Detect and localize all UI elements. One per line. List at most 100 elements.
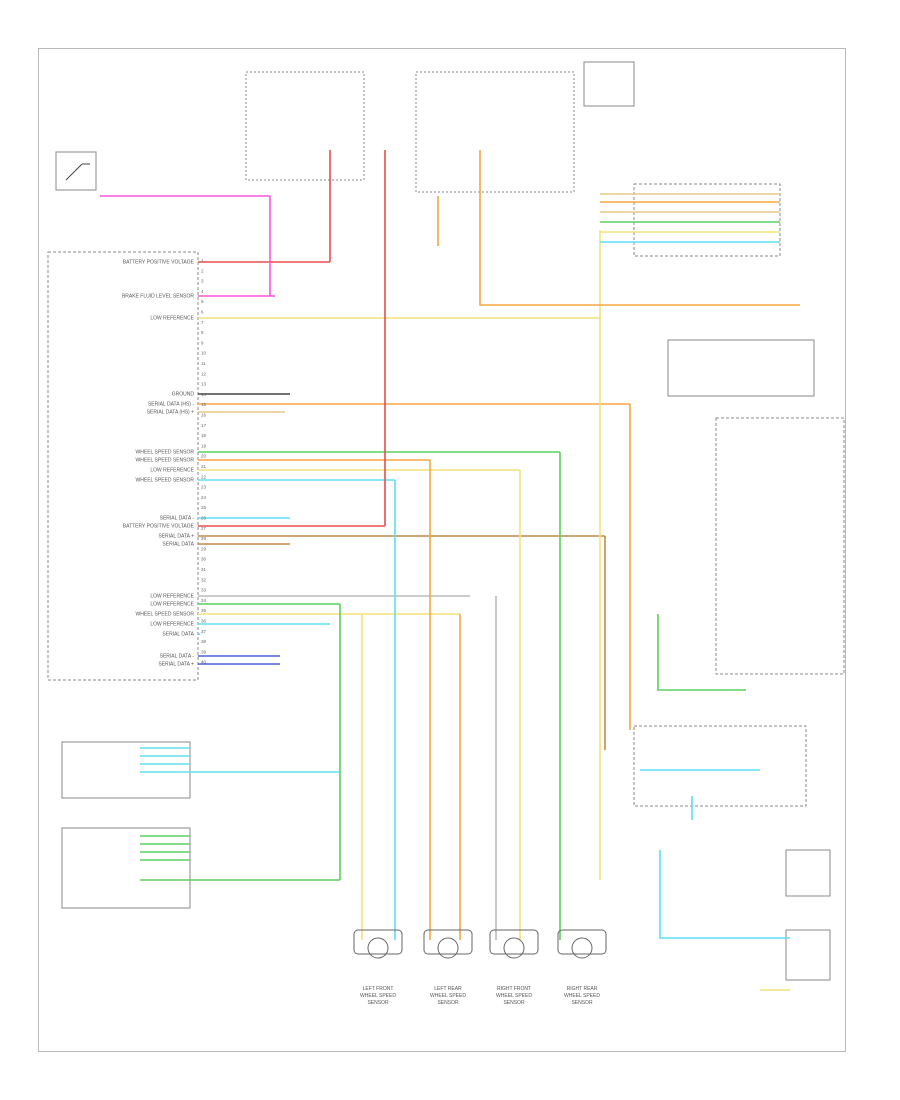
ecm-pin-labels: BATTERY POSITIVE VOLTAGE BRAKE FLUID LEVE… <box>122 258 207 668</box>
ecm-pin-label: GROUND <box>172 392 195 398</box>
traction-control-switch-box <box>785 929 831 981</box>
ecm-pin-label: LOW REFERENCE <box>150 594 194 600</box>
ecm-pin-number: 33 <box>201 588 207 593</box>
sensor-coil-icon <box>571 937 593 959</box>
ecm-pin-number: 19 <box>201 443 207 448</box>
ecm-pin-label: WHEEL SPEED SENSOR <box>136 450 195 456</box>
ecm-pin-label: SERIAL DATA (HS) + <box>147 410 194 416</box>
ecm-pin-number: 39 <box>201 649 207 654</box>
ecm-pin-number: 3 <box>201 279 204 284</box>
ecm-pin-number: 29 <box>201 546 207 551</box>
yaw-rate-sensor-box <box>61 741 191 799</box>
ecm-pin-label: LOW REFERENCE <box>150 468 194 474</box>
vertical-wire-group <box>100 150 800 991</box>
ecm-pin-number: 24 <box>201 495 207 500</box>
ecm-pin-number: 30 <box>201 557 207 562</box>
ecm-pin-number: 28 <box>201 536 207 541</box>
ecm-pin-label: SERIAL DATA <box>162 542 194 548</box>
wheel-sensor-label: RIGHT REAR <box>567 986 598 992</box>
ecm-pin-number: 6 <box>201 310 204 315</box>
connection-wire <box>659 850 790 939</box>
ecm-pin-number: 40 <box>201 660 207 665</box>
diagram-frame <box>38 48 846 1052</box>
wheel-sensor-label: WHEEL SPEED <box>496 993 532 999</box>
ecm-pin-label: BATTERY POSITIVE VOLTAGE <box>123 524 195 530</box>
ecm-pin-number: 13 <box>201 382 207 387</box>
ecm-pin-label: SERIAL DATA + <box>158 534 194 540</box>
ecm-pin-number: 35 <box>201 608 207 613</box>
ecm-pin-label: SERIAL DATA <box>162 632 194 638</box>
wheel-sensor-label: SENSOR <box>571 1000 593 1006</box>
ecm-pin-number: 9 <box>201 340 204 345</box>
ecm-pin-label: WHEEL SPEED SENSOR <box>136 478 195 484</box>
ecm-pin-number: 37 <box>201 629 207 634</box>
fuse-block-right <box>415 71 575 193</box>
ecm-pin-label: BATTERY POSITIVE VOLTAGE <box>123 260 195 266</box>
wheel-speed-sensor-icon <box>489 929 539 955</box>
wheel-speed-sensor-icon <box>557 929 607 955</box>
ecm-pin-number: 34 <box>201 598 207 603</box>
ecm-pin-label: SERIAL DATA (HS) - <box>148 402 194 408</box>
instrument-cluster-box <box>715 417 845 675</box>
body-control-module-box <box>667 339 815 397</box>
connection-wire <box>140 835 340 881</box>
sensor-coil-icon <box>437 937 459 959</box>
connection-wire <box>140 747 340 773</box>
wheel-sensor-label: WHEEL SPEED <box>360 993 396 999</box>
brake-fluid-level-switch <box>55 151 97 191</box>
connection-wire <box>657 614 746 691</box>
ecm-pin-label: LOW REFERENCE <box>150 622 194 628</box>
brake-booster-sensor <box>583 61 635 107</box>
wheel-sensor-label: SENSOR <box>437 1000 459 1006</box>
ecm-pin-label: SERIAL DATA - <box>160 654 195 660</box>
ecm-pin-number: 31 <box>201 567 207 572</box>
ecm-pin-number: 22 <box>201 474 207 479</box>
fuse-block-left <box>245 71 365 181</box>
wheel-sensor-label: LEFT REAR <box>434 986 462 992</box>
ecm-pin-number: 11 <box>201 361 206 366</box>
steering-angle-sensor-box <box>633 725 807 807</box>
ecm-pin-number: 26 <box>201 516 207 521</box>
wheel-sensor-label: SENSOR <box>503 1000 525 1006</box>
brake-pedal-switch-box <box>785 849 831 897</box>
ecm-pin-number: 18 <box>201 433 207 438</box>
ecm-pin-number: 15 <box>201 402 207 407</box>
ecm-pin-number: 38 <box>201 639 207 644</box>
ecm-pin-number: 12 <box>201 371 207 376</box>
ecm-pin-number: 25 <box>201 505 207 510</box>
wheel-sensor-label: WHEEL SPEED <box>564 993 600 999</box>
sensor-coil-icon <box>367 937 389 959</box>
wheel-speed-sensor-icon <box>353 929 403 955</box>
ecm-pin-number: 1 <box>201 258 204 263</box>
ebcm-module-box <box>47 251 199 681</box>
wheel-sensor-label: LEFT FRONT <box>363 986 394 992</box>
ecm-pin-number: 21 <box>201 464 207 469</box>
ecm-pin-label: BRAKE FLUID LEVEL SENSOR <box>122 294 194 300</box>
wheel-sensor-label: WHEEL SPEED <box>430 993 466 999</box>
ecm-pin-number: 17 <box>201 423 207 428</box>
wheel-sensor-label: RIGHT FRONT <box>497 986 531 992</box>
ecm-pin-label: SERIAL DATA + <box>158 662 194 668</box>
ecm-pin-number: 20 <box>201 454 207 459</box>
wheel-sensor-label: SENSOR <box>367 1000 389 1006</box>
ecm-pin-number: 10 <box>201 351 207 356</box>
ecm-pin-number: 23 <box>201 485 207 490</box>
ecm-pin-number: 4 <box>201 289 204 294</box>
ecm-pin-number: 16 <box>201 413 207 418</box>
ecm-pin-number: 7 <box>201 320 204 325</box>
wheel-speed-sensor-icon <box>423 929 473 955</box>
engine-control-module-box <box>633 183 781 257</box>
ecm-pin-number: 14 <box>201 392 207 397</box>
ecm-pin-number: 5 <box>201 299 204 304</box>
ecm-wire-group <box>198 261 630 665</box>
ecm-pin-number: 8 <box>201 330 204 335</box>
connection-wire <box>479 150 800 306</box>
sensor-coil-icon <box>503 937 525 959</box>
multiaxis-accel-sensor-box <box>61 827 191 909</box>
ecm-pin-label: LOW REFERENCE <box>150 316 194 322</box>
ecm-pin-label: LOW REFERENCE <box>150 602 194 608</box>
ecm-pin-label: SERIAL DATA - <box>160 516 195 522</box>
ecm-pin-number: 2 <box>201 268 204 273</box>
